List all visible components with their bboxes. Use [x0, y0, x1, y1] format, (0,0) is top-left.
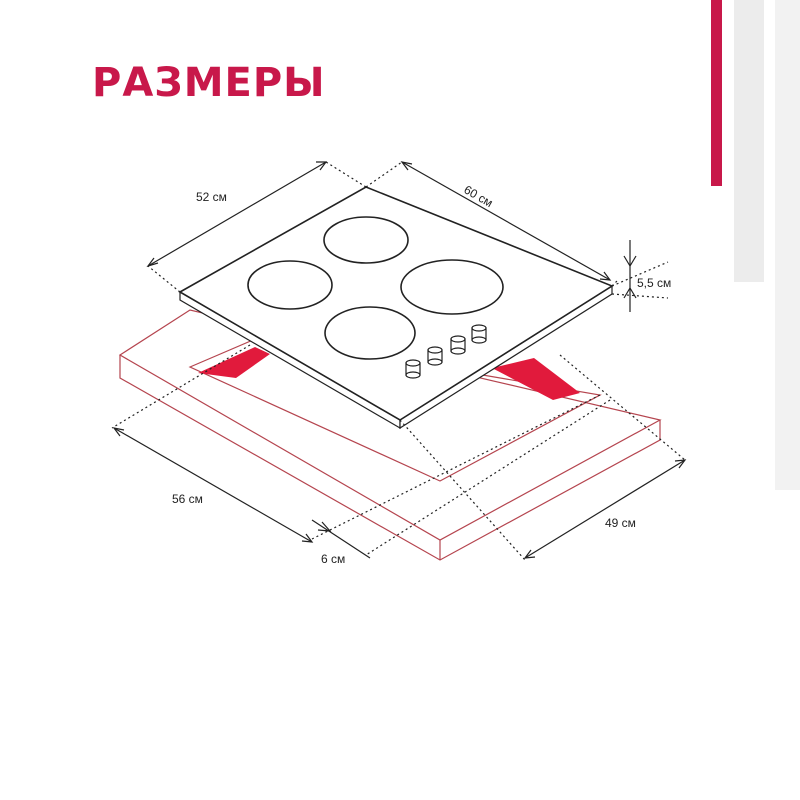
dim-label-top-depth: 52 см — [196, 190, 227, 204]
accent-bar — [711, 0, 722, 186]
knob-1 — [405, 359, 421, 379]
knob-3 — [450, 335, 466, 355]
gray-stripe-1 — [734, 0, 764, 282]
gray-stripe-2 — [775, 0, 800, 490]
knob-4 — [471, 324, 487, 344]
page-title: РАЗМЕРЫ — [92, 60, 326, 106]
knob-2 — [427, 346, 443, 366]
extension-lines — [111, 161, 686, 561]
burner-right — [400, 259, 504, 315]
burner-left — [247, 260, 333, 310]
support-strip-right — [492, 358, 580, 400]
dimension-lines — [112, 161, 687, 559]
burner-back — [323, 216, 409, 264]
control-knobs — [405, 324, 487, 379]
burner-front — [324, 306, 416, 360]
dim-label-cutout-depth: 49 см — [605, 516, 636, 530]
dim-label-height: 5,5 см — [637, 276, 671, 290]
dim-label-cutout-width: 56 см — [172, 492, 203, 506]
support-strip-left — [198, 347, 270, 378]
dim-label-gap: 6 см — [321, 552, 345, 566]
burners — [247, 216, 504, 360]
